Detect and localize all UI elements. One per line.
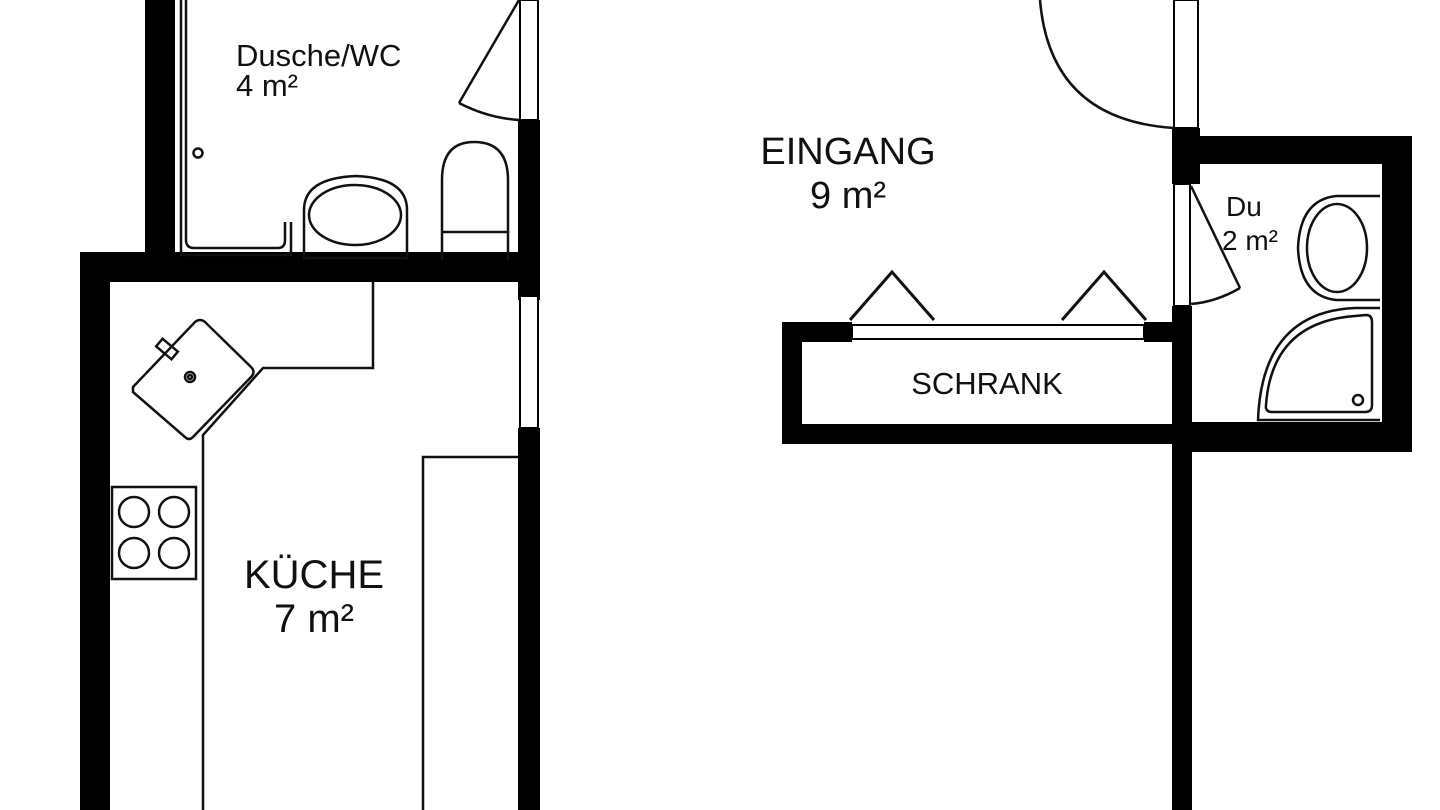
wardrobe-doors-icon [848,269,1148,321]
room-name: Du [1226,191,1262,222]
room-label-bath: Dusche/WC 4 m² [236,40,401,102]
room-area: 4 m² [236,68,298,103]
toilet-icon [440,140,510,260]
room-label-entrance: EINGANG 9 m² [748,130,948,218]
small-washbasin-icon [1296,194,1380,302]
room-name: SCHRANK [911,366,1063,401]
room-label-closet: SCHRANK [802,366,1172,402]
room-name: Dusche/WC [236,38,402,73]
room-area: 2 m² [1222,225,1278,256]
washbasin-icon [302,174,409,260]
door-swing-icon [457,0,521,122]
openings-right [851,0,1199,340]
shower-tray-icon [1256,306,1380,422]
counter-icon [201,282,518,810]
room-label-kitchen: KÜCHE 7 m² [224,553,404,641]
shower-door-icon [1189,185,1242,306]
walls-left [80,0,540,810]
room-name: EINGANG [760,131,936,173]
room-name: KÜCHE [243,553,385,597]
entrance-door-icon [1038,0,1175,130]
openings-left [519,0,539,429]
corner-sink-icon [131,318,255,441]
room-label-shower: Du 2 m² [1222,190,1278,258]
walls-right [782,128,1412,810]
stove-icon [110,485,198,581]
room-area: 9 m² [810,175,886,217]
room-area: 7 m² [274,597,354,641]
bathtub-icon [179,0,293,257]
